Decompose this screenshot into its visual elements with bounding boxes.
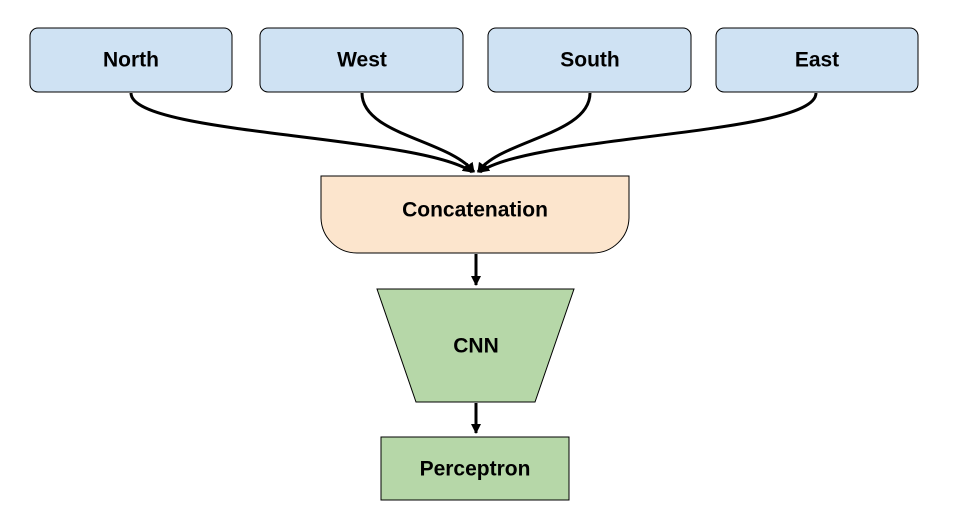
input-node-label: West [337,49,387,72]
edge-north-to-concatenation [129,92,473,174]
concatenation-label: Concatenation [402,199,548,222]
input-node-south: South [487,27,692,93]
edge-west-to-concatenation [360,92,476,173]
cnn-node: CNN [376,288,575,403]
input-node-label: South [560,49,619,72]
input-node-label: North [103,49,159,72]
concatenation-node: Concatenation [320,175,630,254]
input-node-west: West [259,27,464,93]
input-node-east: East [715,27,919,93]
perceptron-label: Perceptron [420,458,531,481]
perceptron-node: Perceptron [380,436,570,501]
edge-east-to-concatenation [479,92,818,174]
input-node-north: North [29,27,233,93]
input-node-label: East [795,49,839,72]
cnn-label: CNN [453,335,499,358]
edge-south-to-concatenation [476,92,592,173]
